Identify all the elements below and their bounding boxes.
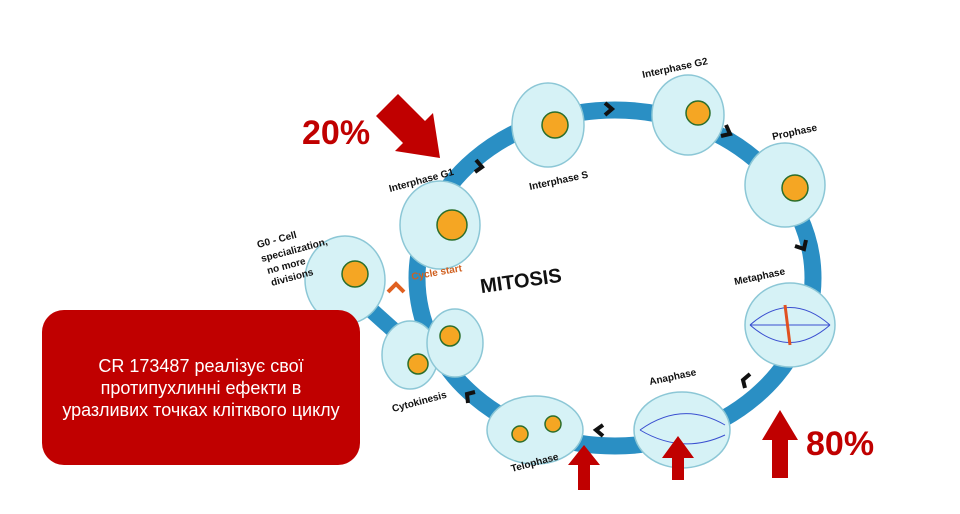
diagonal-arrow-icon [376, 94, 440, 158]
mitosis-label: MITOSIS [479, 265, 563, 298]
mitosis-percent: 80% [806, 425, 875, 463]
up-arrow-icon [762, 410, 798, 478]
callout-box: CR 173487 реалізує свої протипухлинні еф… [42, 310, 360, 465]
nuclei [341, 100, 809, 443]
cell-telophase [486, 395, 584, 465]
direction-chevrons [464, 101, 808, 438]
cycle-start-icon [386, 281, 406, 294]
g1-percent: 20% [302, 114, 371, 152]
up-arrow-icon [568, 445, 600, 490]
cytokinesis-label: Cytokinesis [391, 390, 448, 415]
cycle-ring [408, 101, 822, 455]
s-label: Interphase S [528, 170, 589, 193]
anaphase-label: Anaphase [648, 367, 697, 388]
up-arrow-icon [662, 436, 694, 480]
callout-text: CR 173487 реалізує свої протипухлинні еф… [62, 355, 340, 420]
chromosomes [783, 304, 792, 346]
prophase-label: Prophase [771, 123, 818, 143]
